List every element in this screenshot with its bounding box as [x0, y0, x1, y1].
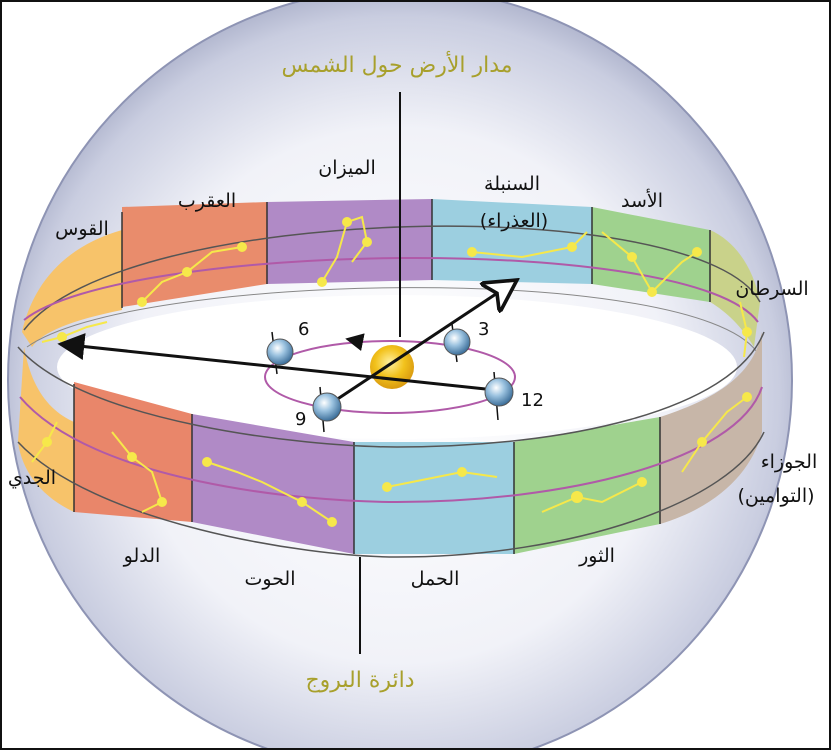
earth-position-6	[266, 331, 294, 375]
earth-orbit	[264, 340, 516, 414]
orbit-number-6: 6	[298, 319, 309, 340]
earth-position-3	[443, 323, 471, 363]
label-leo: الأسد	[621, 189, 663, 212]
earth-position-9	[312, 386, 342, 433]
label-cancer: السرطان	[735, 278, 808, 300]
label-virgo-1: السنبلة	[484, 173, 540, 195]
label-gemini-2: (التوامين)	[737, 485, 814, 507]
title-ecliptic: دائرة البروج	[305, 668, 414, 693]
title-earth-orbit: مدار الأرض حول الشمس	[281, 51, 512, 78]
earth-position-12	[484, 371, 514, 421]
label-virgo-2: (العذراء)	[480, 210, 548, 232]
orbit-number-12: 12	[521, 390, 544, 411]
label-sagittarius: القوس	[55, 218, 109, 240]
orbit-number-9: 9	[295, 409, 306, 430]
label-aquarius: الدلو	[123, 545, 161, 567]
label-pisces: الحوت	[244, 568, 295, 590]
orbit-number-3: 3	[478, 319, 489, 340]
label-aries: الحمل	[411, 568, 460, 590]
label-gemini-1: الجوزاء	[761, 451, 818, 473]
sightline-12-to-sagittarius	[57, 333, 496, 392]
constellation-patterns	[31, 215, 752, 527]
label-scorpio: العقرب	[178, 190, 236, 212]
label-libra: الميزان	[318, 157, 376, 179]
label-capricorn: الجدي	[8, 467, 56, 489]
sightline-9-to-virgo	[329, 280, 517, 406]
zodiac-band-back	[22, 199, 761, 353]
label-taurus: الثور	[578, 545, 615, 567]
zodiac-band-front	[17, 256, 765, 558]
